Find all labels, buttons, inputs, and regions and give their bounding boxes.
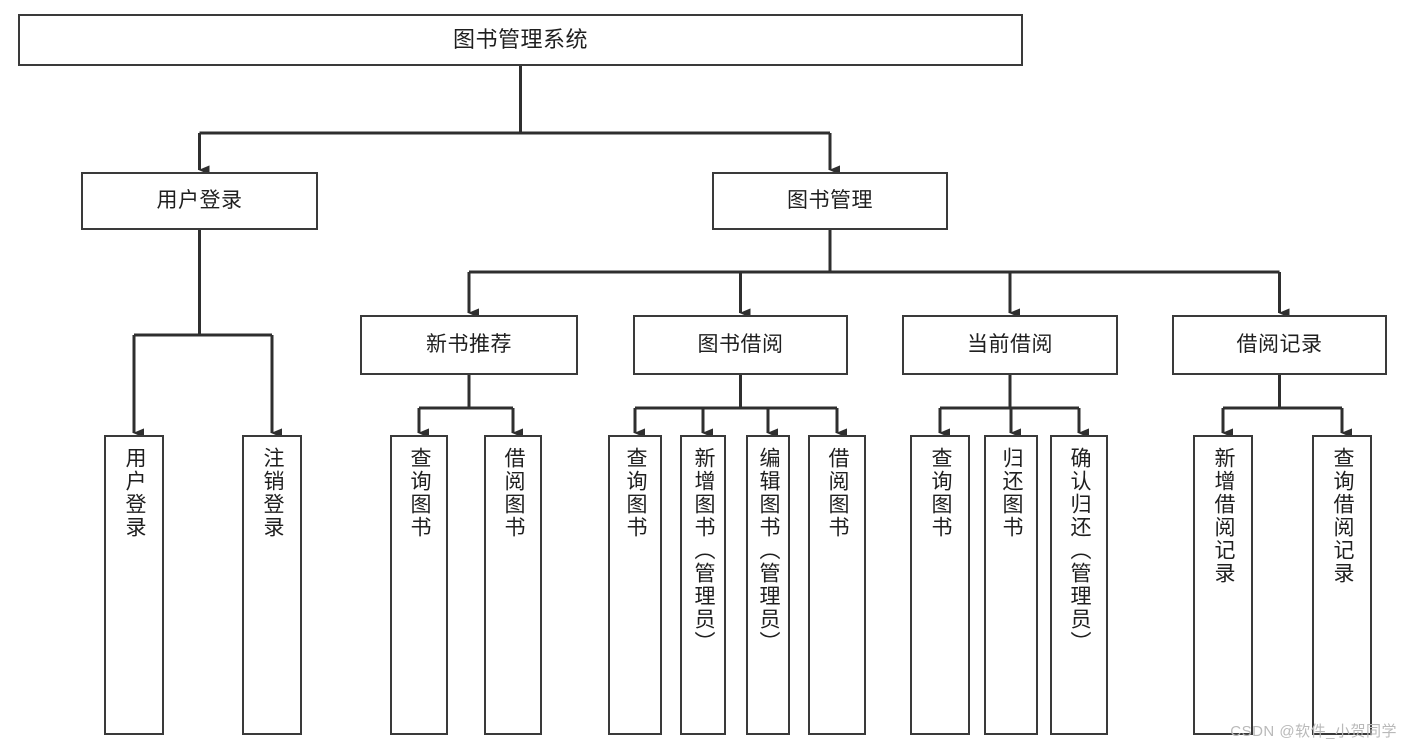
node-label: 查询图书 — [929, 447, 953, 539]
node-leaf10[interactable]: 归还图书 — [984, 435, 1038, 735]
node-label: 借阅图书 — [502, 447, 526, 539]
node-label: 归还图书 — [1000, 447, 1024, 539]
node-label: 编辑图书（管理员） — [757, 447, 781, 654]
node-leaf9[interactable]: 查询图书 — [910, 435, 970, 735]
node-label: 当前借阅 — [967, 332, 1053, 356]
node-label: 图书管理 — [787, 188, 873, 212]
node-leaf6[interactable]: 新增图书（管理员） — [680, 435, 726, 735]
node-label: 确认归还（管理员） — [1068, 447, 1092, 654]
node-label: 查询图书 — [624, 447, 648, 539]
node-root[interactable]: 图书管理系统 — [18, 14, 1023, 66]
node-newbook[interactable]: 新书推荐 — [360, 315, 578, 375]
node-label: 图书管理系统 — [452, 27, 588, 53]
node-leaf13[interactable]: 查询借阅记录 — [1312, 435, 1372, 735]
node-label: 新增借阅记录 — [1212, 447, 1236, 585]
node-label: 用户登录 — [156, 188, 243, 212]
node-label: 查询借阅记录 — [1331, 447, 1355, 585]
node-login[interactable]: 用户登录 — [81, 172, 318, 230]
node-label: 借阅记录 — [1236, 332, 1323, 356]
node-label: 借阅图书 — [826, 447, 850, 539]
node-label: 查询图书 — [408, 447, 432, 539]
node-records[interactable]: 借阅记录 — [1172, 315, 1387, 375]
node-label: 注销登录 — [261, 447, 285, 539]
node-bookmgmt[interactable]: 图书管理 — [712, 172, 948, 230]
node-label: 新增图书（管理员） — [692, 447, 716, 654]
node-leaf4[interactable]: 借阅图书 — [484, 435, 542, 735]
node-leaf7[interactable]: 编辑图书（管理员） — [746, 435, 790, 735]
node-borrow[interactable]: 图书借阅 — [633, 315, 848, 375]
node-label: 用户登录 — [123, 447, 147, 539]
node-leaf5[interactable]: 查询图书 — [608, 435, 662, 735]
node-leaf11[interactable]: 确认归还（管理员） — [1050, 435, 1108, 735]
node-leaf8[interactable]: 借阅图书 — [808, 435, 866, 735]
node-leaf3[interactable]: 查询图书 — [390, 435, 448, 735]
node-current[interactable]: 当前借阅 — [902, 315, 1118, 375]
node-label: 图书借阅 — [697, 332, 784, 356]
connector-group — [132, 66, 1352, 438]
node-leaf2[interactable]: 注销登录 — [242, 435, 302, 735]
node-leaf12[interactable]: 新增借阅记录 — [1193, 435, 1253, 735]
node-label: 新书推荐 — [426, 332, 512, 356]
node-leaf1[interactable]: 用户登录 — [104, 435, 164, 735]
